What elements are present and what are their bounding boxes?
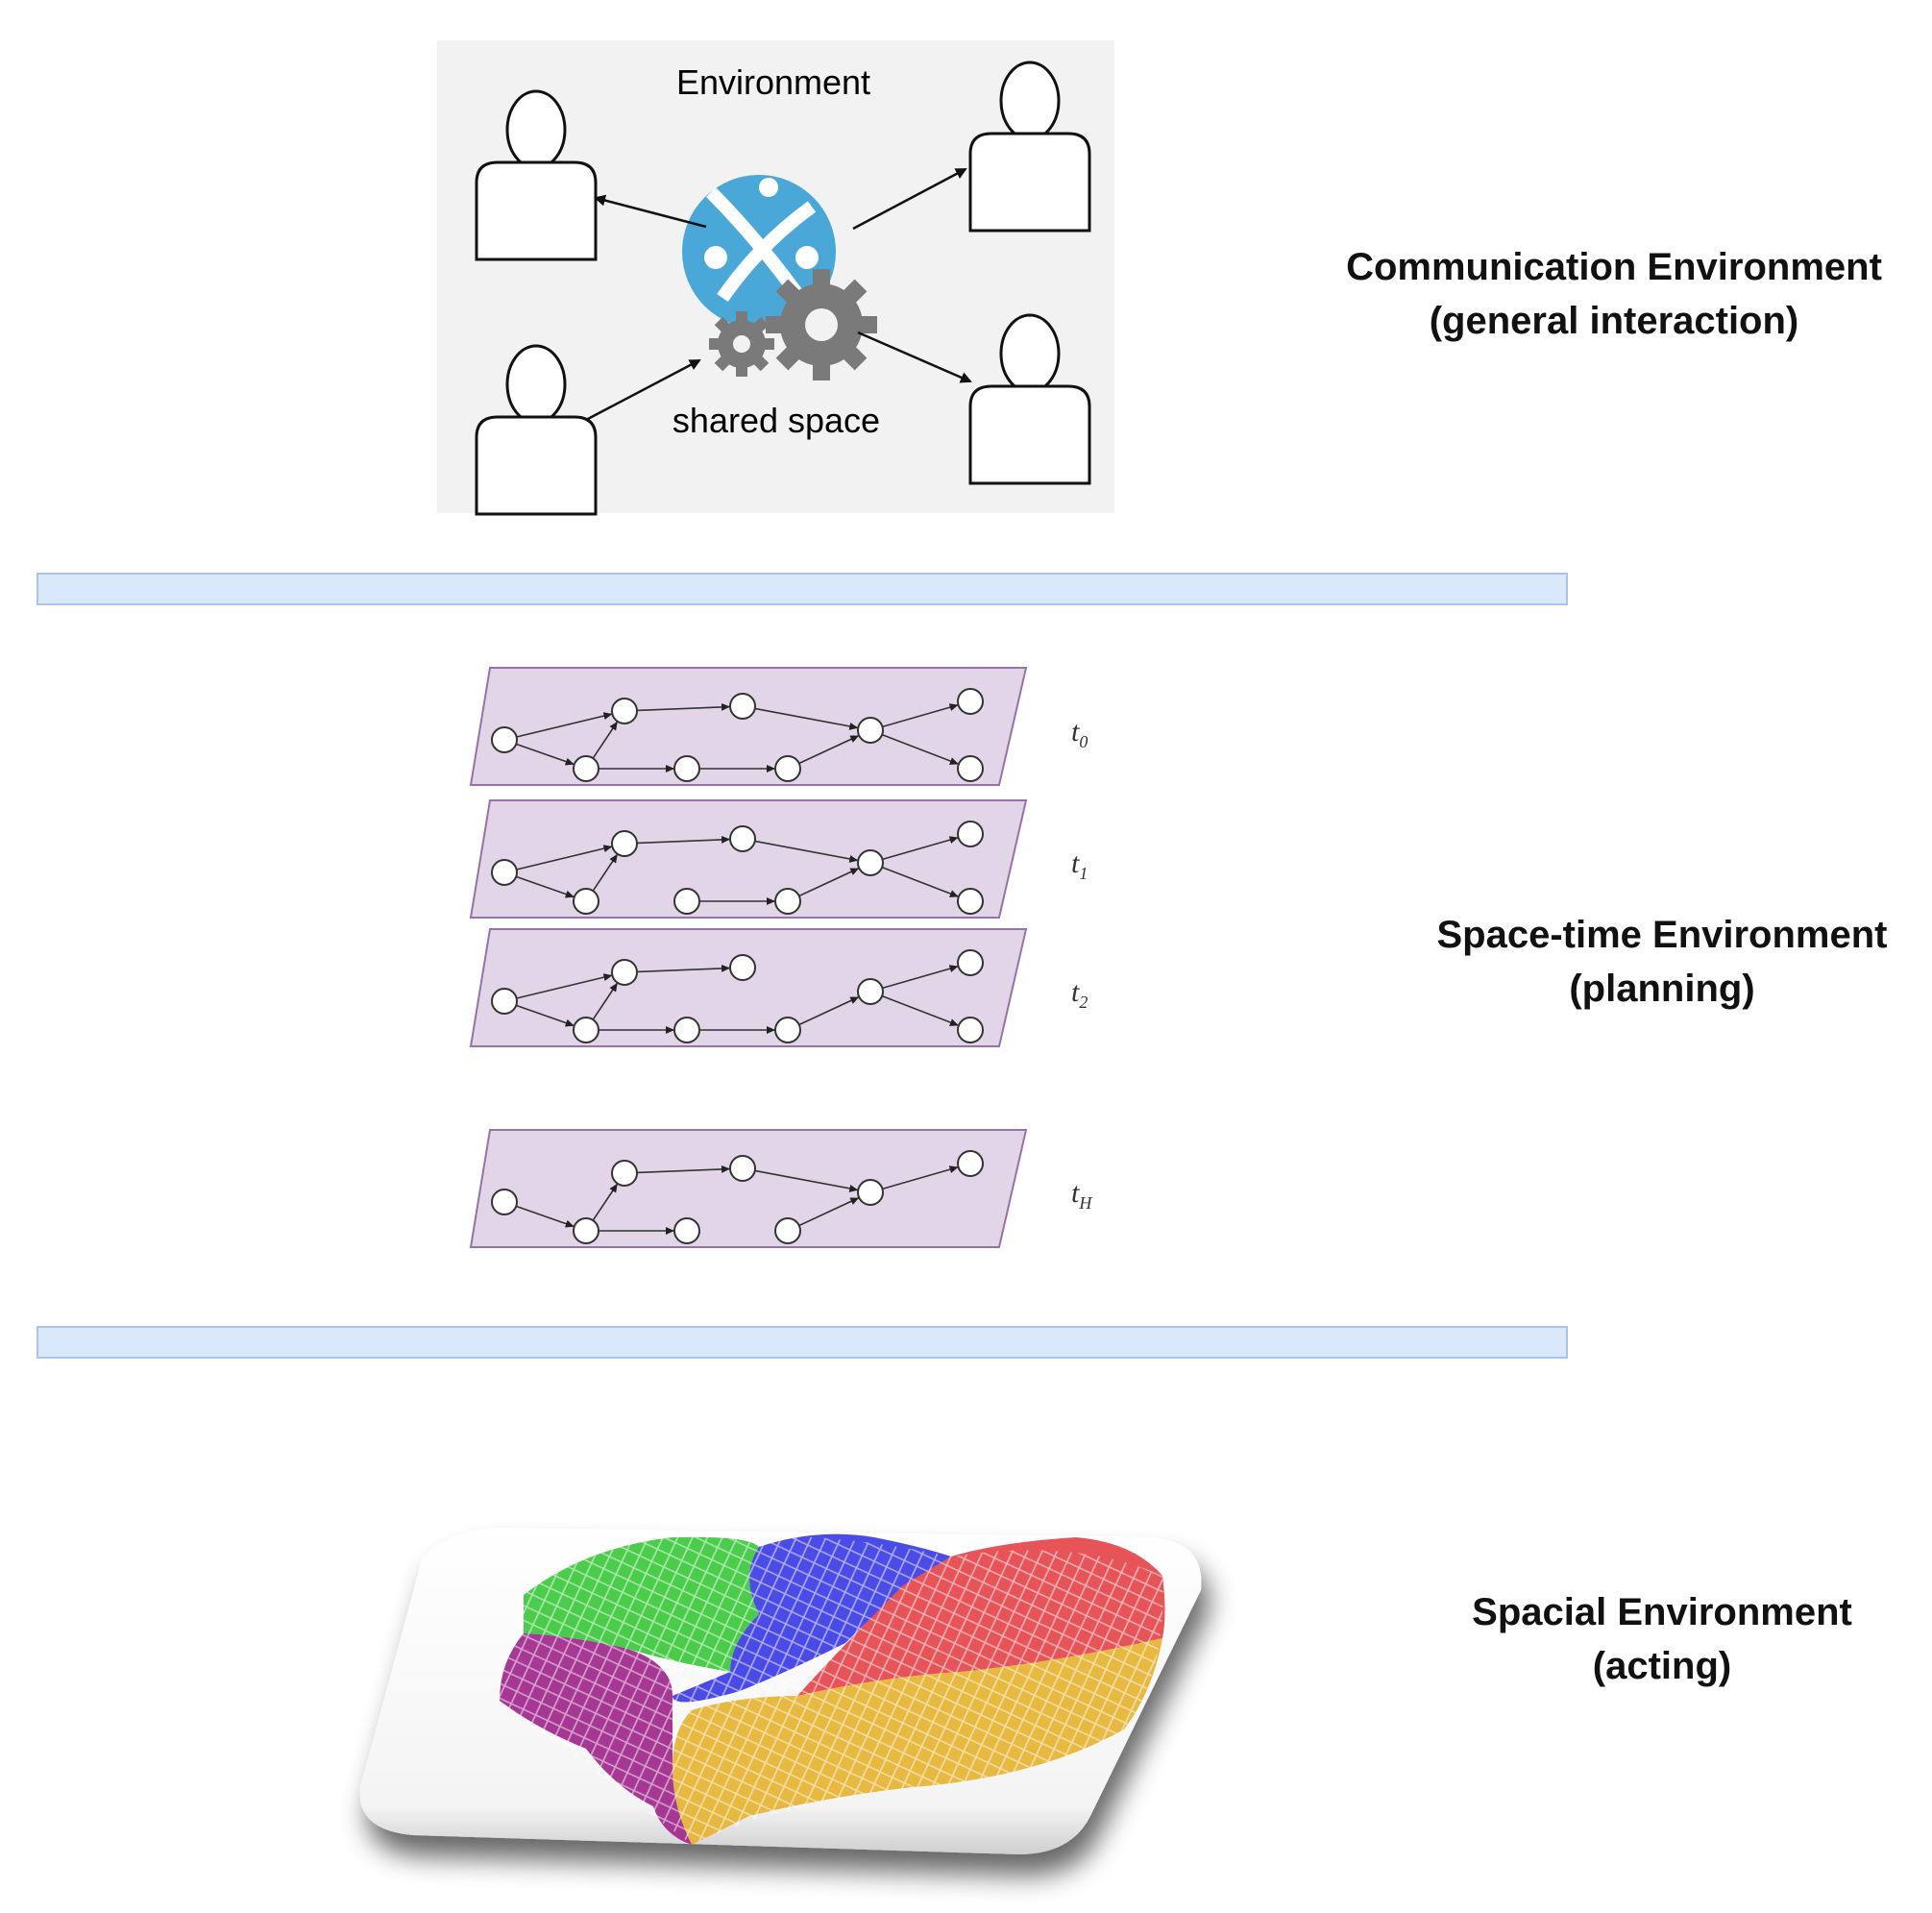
graph-edge	[798, 1196, 860, 1227]
gear-small-icon	[709, 311, 774, 377]
slice-th	[469, 1129, 1028, 1248]
graph-edge	[882, 1165, 959, 1190]
spatial-map-diagram	[359, 1528, 1202, 1854]
graph-node	[491, 988, 518, 1015]
graph-node	[957, 888, 984, 915]
graph-node	[729, 693, 756, 720]
arrow-to-bottom-right	[857, 331, 972, 383]
person-bottom-left-icon	[475, 344, 598, 516]
graph-node	[491, 859, 518, 886]
graph-edge	[516, 712, 613, 738]
graph-edge	[754, 840, 859, 863]
graph-edge	[592, 721, 619, 759]
graph-edge	[516, 845, 613, 871]
graph-edge	[592, 1183, 619, 1221]
slice-plane	[469, 1129, 1028, 1248]
graph-node	[729, 954, 756, 981]
graph-node	[857, 717, 884, 744]
graph-node	[573, 1017, 599, 1043]
graph-edge	[882, 965, 959, 990]
gear-large-icon	[766, 269, 877, 380]
communication-diagram: Environment shared space	[475, 61, 1091, 516]
graph-edge	[882, 836, 959, 861]
graph-edge	[881, 733, 960, 766]
slice-label-t2: t2	[1071, 976, 1088, 1012]
graph-node	[957, 821, 984, 847]
arrow-to-top-left	[594, 194, 707, 229]
graph-edge	[515, 875, 575, 898]
graph-edge	[592, 982, 619, 1020]
graph-node	[573, 755, 599, 782]
person-top-left-icon	[475, 89, 598, 261]
graph-node	[673, 1017, 700, 1043]
graph-node	[611, 830, 638, 857]
graph-node	[957, 1150, 984, 1177]
graph-edge	[636, 835, 731, 845]
graph-node	[774, 1017, 801, 1043]
slice-plane	[469, 799, 1028, 919]
graph-edge	[798, 867, 860, 897]
shared-space-caption: shared space	[673, 401, 880, 440]
person-top-right-icon	[968, 61, 1091, 233]
graph-edge	[515, 743, 575, 766]
spacetime-layer-title: Space-time Environment (planning)	[1436, 914, 1888, 1010]
graph-node	[611, 1160, 638, 1187]
graph-node	[729, 825, 756, 852]
slice-label-t1: t1	[1071, 847, 1088, 883]
graph-edge	[881, 866, 960, 898]
graph-node	[729, 1155, 756, 1182]
slice-t2	[469, 928, 1028, 1047]
graph-node	[957, 1017, 984, 1043]
graph-edge	[754, 707, 859, 730]
graph-node	[774, 1217, 801, 1244]
graph-node	[573, 1217, 599, 1244]
graph-edge	[592, 853, 619, 892]
graph-node	[673, 755, 700, 782]
graph-node	[774, 888, 801, 915]
graph-edge	[516, 973, 613, 999]
graph-edge	[636, 702, 731, 712]
slice-plane	[469, 928, 1028, 1047]
slice-label-th: tH	[1071, 1177, 1092, 1213]
person-bottom-right-icon	[968, 313, 1091, 485]
graph-node	[673, 888, 700, 915]
layer-separator-bottom	[37, 1326, 1568, 1359]
graph-edge	[515, 1004, 575, 1027]
environment-box-title: Environment	[676, 62, 870, 102]
graph-node	[957, 755, 984, 782]
graph-edge	[882, 703, 959, 728]
graph-node	[573, 888, 599, 915]
slice-t0	[469, 667, 1028, 786]
graph-node	[857, 849, 884, 876]
graph-node	[774, 755, 801, 782]
layer-separator-top	[37, 573, 1568, 605]
slice-t1	[469, 799, 1028, 919]
graph-edge	[881, 994, 960, 1027]
graph-node	[611, 698, 638, 724]
spacetime-diagram	[469, 667, 1028, 1248]
graph-node	[857, 978, 884, 1005]
communication-layer-title: Communication Environment (general inter…	[1346, 246, 1882, 342]
graph-edge	[515, 1205, 575, 1228]
graph-node	[957, 949, 984, 976]
graph-node	[957, 688, 984, 715]
slice-label-t0: t0	[1071, 716, 1088, 751]
graph-edge	[636, 1165, 731, 1174]
graph-edge	[798, 995, 860, 1026]
graph-edge	[798, 734, 860, 765]
arrow-from-bottom-left	[585, 358, 701, 422]
graph-node	[673, 1217, 700, 1244]
slice-plane	[469, 667, 1028, 786]
graph-node	[611, 959, 638, 986]
graph-node	[491, 1189, 518, 1215]
graph-edge	[636, 964, 731, 973]
graph-node	[857, 1179, 884, 1206]
spatial-layer-title: Spacial Environment (acting)	[1472, 1591, 1852, 1687]
arrow-to-top-right	[852, 167, 967, 231]
graph-node	[491, 726, 518, 753]
graph-edge	[754, 1169, 859, 1192]
